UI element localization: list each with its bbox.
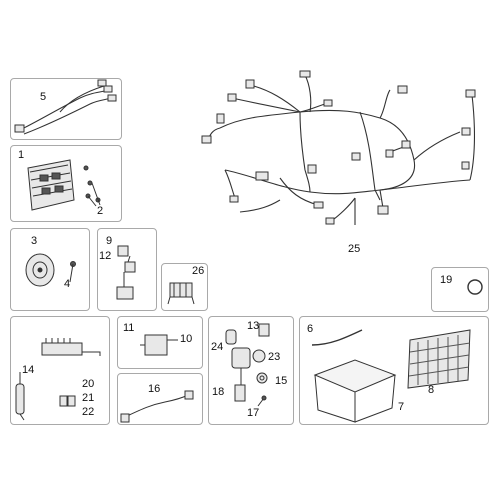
callout-26: 26 — [192, 265, 205, 277]
wire-loom-5c — [59, 85, 105, 113]
callout-6: 6 — [307, 323, 314, 335]
callout-17: 17 — [247, 407, 260, 419]
wire-loom-5b — [23, 97, 113, 135]
clip-19 — [467, 279, 483, 295]
callout-16: 16 — [148, 383, 161, 395]
washer-15 — [256, 372, 268, 384]
loom-connector-a — [14, 124, 25, 133]
starter-relay-body — [231, 347, 251, 402]
relay-base — [116, 286, 134, 300]
callout-1: 1 — [18, 149, 25, 161]
callout-8: 8 — [428, 384, 435, 396]
main-harness-25 — [207, 74, 476, 225]
fuses-20-22 — [59, 395, 76, 407]
wire-loom-5 — [19, 89, 111, 131]
callout-14: 14 — [22, 364, 35, 376]
callout-20: 20 — [82, 378, 95, 390]
callout-18: 18 — [212, 386, 225, 398]
connector-26 — [167, 282, 195, 305]
callout-9: 9 — [106, 235, 113, 247]
callout-10: 10 — [180, 333, 193, 345]
panel-fuse-box — [10, 316, 110, 425]
callout-22: 22 — [82, 406, 95, 418]
callout-2: 2 — [97, 205, 104, 217]
callout-19: 19 — [440, 274, 453, 286]
panel-regulator — [117, 316, 203, 369]
panel-wiring-loom — [10, 78, 122, 140]
battery-pad-8 — [407, 329, 471, 389]
callout-11: 11 — [123, 322, 135, 334]
callout-21: 21 — [82, 392, 95, 404]
callout-12: 12 — [99, 250, 112, 262]
fuse-holder-14 — [15, 372, 25, 421]
battery-7 — [313, 359, 397, 423]
callout-5: 5 — [40, 91, 47, 103]
regulator-11 — [144, 334, 168, 356]
connector-24 — [225, 329, 237, 345]
callout-3: 3 — [31, 235, 38, 247]
panel-starter-relay — [208, 316, 294, 425]
relay-9 — [117, 245, 129, 257]
loom-connector-c — [107, 94, 117, 102]
sensor-cable-16 — [124, 394, 189, 418]
fuse-box — [41, 338, 101, 356]
battery-cable-6 — [311, 329, 363, 346]
callout-4: 4 — [64, 278, 71, 290]
horn — [25, 253, 55, 287]
callout-15: 15 — [275, 375, 288, 387]
ecu-unit — [27, 159, 75, 211]
panel-clip-19 — [431, 267, 489, 312]
relay-12 — [124, 261, 136, 273]
loom-connector-d — [97, 79, 107, 87]
harness-connectors — [201, 70, 476, 225]
callout-7: 7 — [398, 401, 405, 413]
callout-25: 25 — [348, 243, 361, 255]
callout-13: 13 — [247, 320, 260, 332]
nut-23 — [252, 349, 266, 363]
cap-13 — [258, 323, 270, 337]
callout-24: 24 — [211, 341, 224, 353]
loom-connector-b — [103, 85, 113, 93]
callout-23: 23 — [268, 351, 281, 363]
